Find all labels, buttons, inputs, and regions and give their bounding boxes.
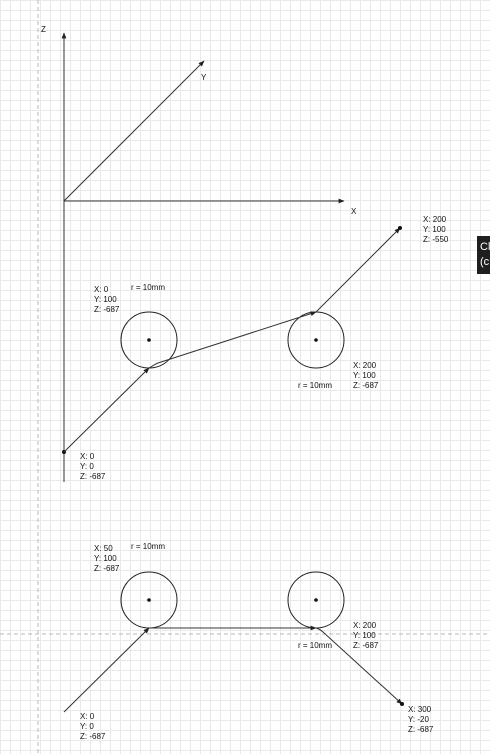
clipped-tooltip: Cl (c: [477, 236, 490, 274]
diagram1-start-y: Y: 0: [80, 462, 94, 471]
diagram1-arc-1: [148, 362, 159, 369]
diagram1-circle-2-center: [314, 338, 318, 342]
diagram2-path-segment-1[interactable]: [63, 627, 150, 713]
diagram2-circle1-z: Z: -687: [94, 564, 120, 573]
diagram1-path-segment-3[interactable]: [315, 227, 401, 313]
diagram1-circle2-radius: r = 10mm: [298, 381, 332, 390]
diagram2-end-x: X: 300: [408, 705, 432, 714]
diagram1-circle-1-center: [147, 338, 151, 342]
diagram2-arc-2: [315, 627, 324, 633]
diagram1-end-z: Z: -550: [423, 235, 449, 244]
diagram1-path-segment-1[interactable]: [63, 367, 150, 453]
diagram2-start-z: Z: -687: [80, 732, 106, 741]
diagram2-start-x: X: 0: [80, 712, 95, 721]
diagram1-end-y: Y: 100: [423, 225, 446, 234]
diagram2-start-y: Y: 0: [80, 722, 94, 731]
diagram2-circle1-x: X: 50: [94, 544, 113, 553]
diagram2-end-y: Y: -20: [408, 715, 429, 724]
diagram-2: X: 0 Y: 0 Z: -687 X: 50 Y: 100 Z: -687 r…: [63, 542, 434, 741]
diagram2-end-z: Z: -687: [408, 725, 434, 734]
diagram1-circle1-z: Z: -687: [94, 305, 120, 314]
diagram2-path-segment-3[interactable]: [322, 631, 403, 705]
diagram2-circle2-z: Z: -687: [353, 641, 379, 650]
diagram1-circle1-y: Y: 100: [94, 295, 117, 304]
diagram1-start-z: Z: -687: [80, 472, 106, 481]
diagram1-circle2-z: Z: -687: [353, 381, 379, 390]
diagram2-end-point[interactable]: [400, 702, 404, 706]
diagram1-path-segment-2[interactable]: [157, 311, 317, 364]
diagram2-circle2-radius: r = 10mm: [298, 641, 332, 650]
diagram1-circle2-y: Y: 100: [353, 371, 376, 380]
y-axis[interactable]: [63, 60, 205, 202]
tooltip-line-1: Cl: [480, 241, 490, 253]
diagram2-circle2-x: X: 200: [353, 621, 377, 630]
diagram2-circle1-radius: r = 10mm: [131, 542, 165, 551]
diagram1-circle1-x: X: 0: [94, 285, 109, 294]
diagram1-end-x: X: 200: [423, 215, 447, 224]
tooltip-line-2: (c: [480, 256, 490, 268]
diagram2-circle-2-center: [314, 598, 318, 602]
diagram1-start-x: X: 0: [80, 452, 95, 461]
diagram-1: X: 0 Y: 0 Z: -687 X: 0 Y: 100 Z: -687 r …: [62, 215, 449, 481]
y-axis-label: Y: [201, 73, 207, 82]
diagram2-circle2-y: Y: 100: [353, 631, 376, 640]
diagram2-circle1-y: Y: 100: [94, 554, 117, 563]
diagram1-end-point[interactable]: [398, 226, 402, 230]
diagram1-circle1-radius: r = 10mm: [131, 283, 165, 292]
diagram1-circle2-x: X: 200: [353, 361, 377, 370]
axis-group: Z Y X: [41, 25, 357, 482]
diagram2-circle-1-center: [147, 598, 151, 602]
z-axis-label: Z: [41, 25, 46, 34]
x-axis-label: X: [351, 207, 357, 216]
